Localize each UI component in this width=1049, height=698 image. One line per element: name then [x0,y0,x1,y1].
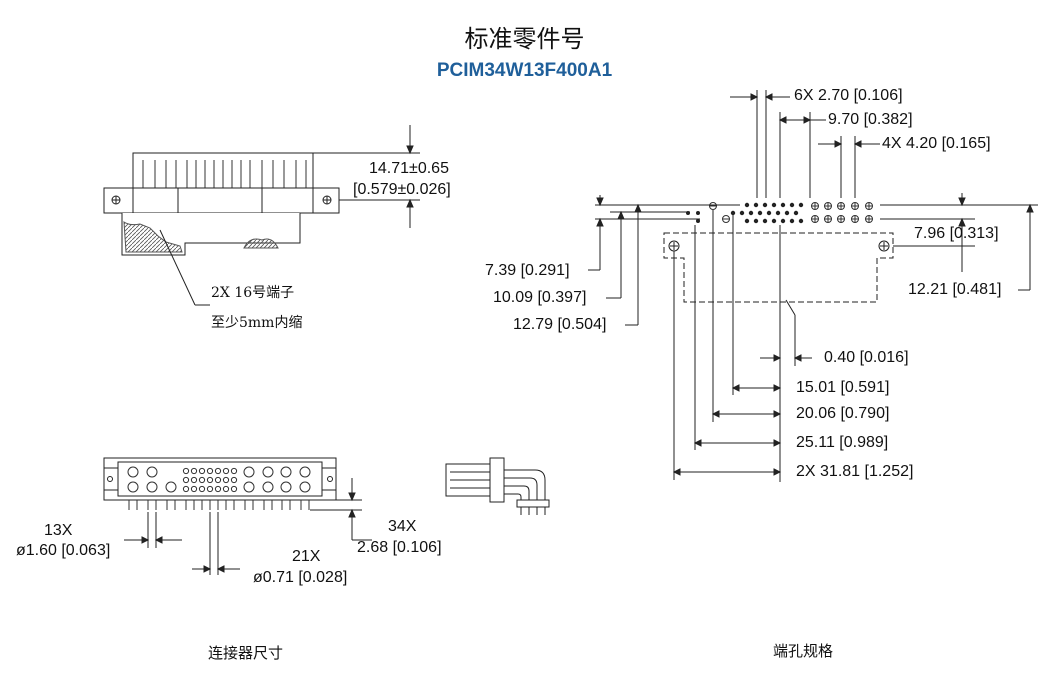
dim-3181: 2X 31.81 [1.252] [796,463,914,480]
hole-right-dimensions [880,193,1038,291]
dim-1501: 15.01 [0.591] [796,379,890,396]
connector-right-angle-view [445,457,550,515]
hole-pattern-view [663,202,894,303]
dim-2511: 25.11 [0.989] [796,434,889,451]
pitch-large-dim: 4X 4.20 [0.165] [882,135,991,152]
height-dim-in: [0.579±0.026] [353,181,451,198]
tail-count: 34X [388,518,417,535]
hole-top-dimensions [730,90,880,198]
pitch-small-dim: 6X 2.70 [0.106] [794,87,903,104]
pin21-diameter: ø0.71 [0.028] [253,569,348,586]
dim-040: 0.40 [0.016] [824,349,909,366]
dim-1221: 12.21 [0.481] [908,281,1002,298]
hole-pattern-caption: 端孔规格 [773,642,834,660]
connector-side-view [103,152,340,306]
connector-bottom-view [103,457,372,575]
dim-2006: 20.06 [0.790] [796,405,890,422]
span-970-dim: 9.70 [0.382] [828,111,913,128]
hole-bottom-dimensions [672,210,812,482]
connector-caption: 连接器尺寸 [208,644,284,662]
part-number: PCIM34W13F400A1 [436,60,613,81]
hole-left-dimensions [588,195,740,326]
pin13-count: 13X [44,522,73,539]
recess-note: 至少5mm内缩 [211,315,303,331]
dim-796: 7.96 [0.313] [914,225,999,242]
pin13-diameter: ø1.60 [0.063] [16,542,111,559]
page-title: 标准零件号 [464,26,585,53]
dim-1009: 10.09 [0.397] [493,289,587,306]
tail-length: 2.68 [0.106] [357,539,442,556]
height-dimension [300,125,420,228]
height-dim-mm: 14.71±0.65 [369,160,449,177]
dim-739: 7.39 [0.291] [485,262,570,279]
pin21-count: 21X [292,548,321,565]
terminal-note: 2X 16号端子 [211,285,295,301]
dim-1279: 12.79 [0.504] [513,316,607,333]
